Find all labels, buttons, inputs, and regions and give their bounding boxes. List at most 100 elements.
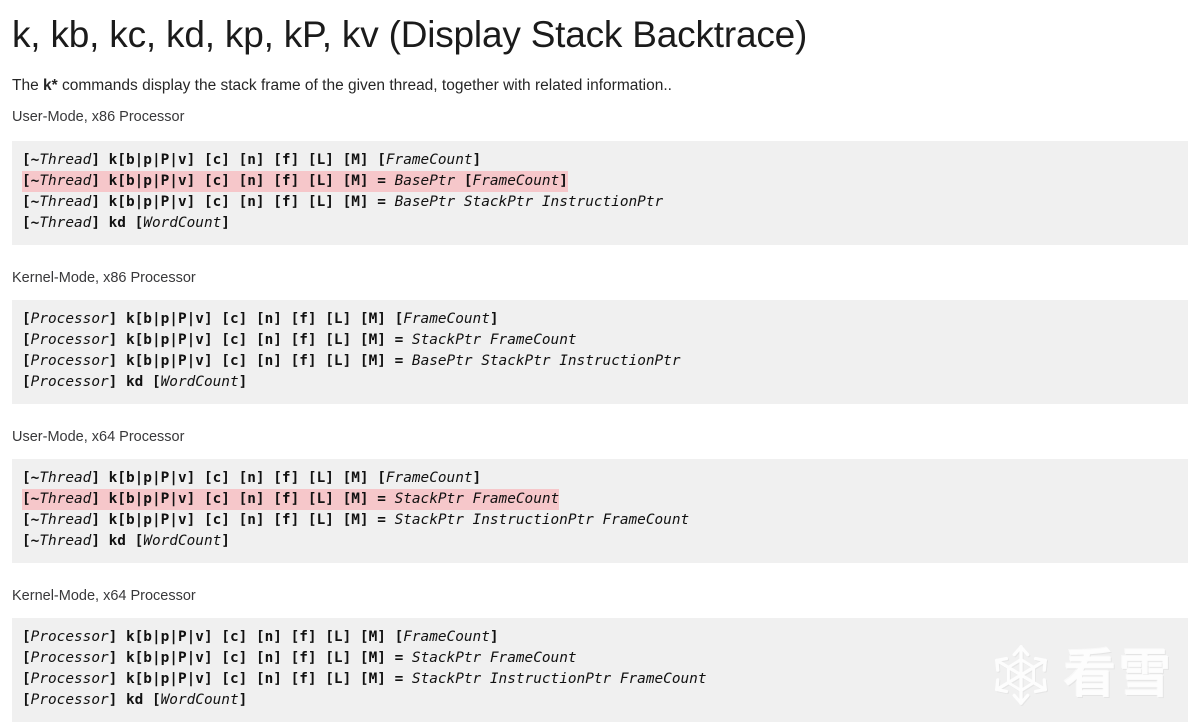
code-token-placeholder: BasePtr	[394, 193, 456, 210]
code-token-literal: [~	[22, 214, 40, 231]
code-token-literal: [~	[22, 151, 40, 168]
code-token-placeholder: FrameCount	[602, 512, 690, 529]
code-token-literal: ] k[b|p|P|v] [c] [n] [f] [L] [M] =	[91, 193, 395, 210]
code-token-placeholder: StackPtr	[394, 491, 464, 508]
code-block: [Processor] k[b|p|P|v] [c] [n] [f] [L] […	[12, 618, 1188, 723]
section-caption: User-Mode, x64 Processor	[12, 428, 185, 445]
code-token-literal: ] kd [	[91, 533, 144, 550]
code-token-literal: ]	[221, 533, 230, 550]
code-token-placeholder: Processor	[30, 352, 109, 369]
code-token-literal	[481, 332, 490, 348]
code-token-placeholder: Processor	[30, 692, 109, 709]
code-token-placeholder: WordCount	[160, 373, 239, 390]
code-block: [~Thread] k[b|p|P|v] [c] [n] [f] [L] [M]…	[12, 459, 1188, 564]
code-token-literal: [	[455, 172, 473, 189]
code-token-literal: ] k[b|p|P|v] [c] [n] [f] [L] [M] [	[91, 470, 386, 487]
code-token-literal	[551, 353, 560, 369]
code-token-literal: [~	[22, 512, 40, 529]
code-line: [Processor] k[b|p|P|v] [c] [n] [f] [L] […	[22, 648, 577, 669]
code-block: [~Thread] k[b|p|P|v] [c] [n] [f] [L] [M]…	[12, 140, 1188, 245]
code-token-literal: [~	[22, 491, 40, 508]
code-line: [Processor] k[b|p|P|v] [c] [n] [f] [L] […	[22, 627, 499, 648]
code-token-placeholder: Thread	[39, 172, 92, 189]
code-token-literal: ] k[b|p|P|v] [c] [n] [f] [L] [M] =	[108, 352, 412, 369]
code-token-literal	[455, 194, 464, 210]
code-token-literal: [	[22, 671, 31, 688]
code-token-literal: ] k[b|p|P|v] [c] [n] [f] [L] [M] =	[108, 331, 412, 348]
code-token-literal: ] k[b|p|P|v] [c] [n] [f] [L] [M] =	[108, 650, 412, 667]
code-token-placeholder: Processor	[30, 373, 109, 390]
code-line: [~Thread] k[b|p|P|v] [c] [n] [f] [L] [M]…	[22, 192, 663, 213]
code-token-literal: [	[22, 373, 31, 390]
section-caption: Kernel-Mode, x64 Processor	[12, 588, 196, 605]
code-token-literal: ] kd [	[108, 373, 161, 390]
code-line: [~Thread] k[b|p|P|v] [c] [n] [f] [L] [M]…	[22, 510, 689, 531]
intro-paragraph: The k* commands display the stack frame …	[12, 75, 1188, 97]
code-token-placeholder: Thread	[39, 512, 92, 529]
page-title: k, kb, kc, kd, kp, kP, kv (Display Stack…	[12, 14, 808, 55]
code-token-placeholder: Processor	[30, 331, 109, 348]
code-block: [Processor] k[b|p|P|v] [c] [n] [f] [L] […	[12, 299, 1188, 404]
code-token-literal	[481, 671, 490, 687]
code-token-placeholder: FrameCount	[385, 470, 473, 487]
code-token-placeholder: InstructionPtr	[472, 512, 594, 529]
code-token-literal: ] kd [	[108, 692, 161, 709]
code-line: [Processor] k[b|p|P|v] [c] [n] [f] [L] […	[22, 330, 577, 351]
code-token-literal: ]	[238, 692, 248, 709]
code-token-placeholder: BasePtr	[394, 172, 456, 189]
code-line: [~Thread] kd [WordCount]	[22, 531, 230, 552]
code-token-literal: ]	[489, 629, 499, 646]
code-token-placeholder: FrameCount	[472, 491, 560, 508]
code-token-literal: ]	[472, 151, 482, 168]
intro-prefix: The	[12, 76, 44, 94]
code-token-placeholder: StackPtr	[411, 650, 482, 667]
code-token-literal: [	[22, 692, 31, 709]
code-token-literal: ] kd [	[91, 214, 144, 231]
code-token-placeholder: FrameCount	[403, 629, 490, 646]
code-token-literal	[481, 650, 490, 666]
code-token-placeholder: Thread	[39, 470, 92, 487]
code-line: [Processor] k[b|p|P|v] [c] [n] [f] [L] […	[22, 351, 681, 372]
code-token-placeholder: Processor	[30, 310, 109, 327]
code-token-literal	[533, 194, 542, 210]
code-token-placeholder: InstructionPtr	[559, 352, 681, 369]
code-token-placeholder: FrameCount	[385, 151, 473, 168]
code-token-placeholder: FrameCount	[489, 331, 577, 348]
code-token-literal: [	[22, 352, 31, 369]
section-caption: Kernel-Mode, x86 Processor	[12, 269, 196, 286]
section-caption: User-Mode, x86 Processor	[12, 109, 185, 126]
code-token-literal	[464, 512, 473, 528]
code-token-literal: [~	[22, 533, 40, 550]
code-token-placeholder: FrameCount	[403, 310, 490, 327]
code-token-literal: [	[22, 310, 31, 327]
code-token-placeholder: StackPtr	[411, 671, 482, 688]
code-token-placeholder: FrameCount	[619, 671, 707, 688]
code-token-literal: [	[22, 650, 31, 667]
code-token-placeholder: Thread	[39, 491, 92, 508]
code-token-literal	[594, 512, 603, 528]
sections-container: User-Mode, x86 Processor[~Thread] k[b|p|…	[12, 107, 1188, 723]
code-line: [~Thread] k[b|p|P|v] [c] [n] [f] [L] [M]…	[22, 150, 481, 171]
code-token-placeholder: FrameCount	[489, 650, 577, 667]
code-token-placeholder: StackPtr	[394, 512, 464, 529]
code-token-literal: ] k[b|p|P|v] [c] [n] [f] [L] [M] =	[91, 172, 395, 189]
document-page: k, kb, kc, kd, kp, kP, kv (Display Stack…	[0, 14, 1200, 723]
code-token-literal: ] k[b|p|P|v] [c] [n] [f] [L] [M] [	[108, 310, 404, 327]
code-token-placeholder: InstructionPtr	[541, 193, 664, 210]
code-token-literal: [	[22, 331, 31, 348]
intro-bold-command: k*	[43, 76, 58, 94]
code-token-placeholder: WordCount	[143, 533, 222, 550]
code-token-placeholder: Processor	[30, 671, 109, 688]
code-token-placeholder: Processor	[30, 650, 109, 667]
code-token-literal: ]	[472, 470, 482, 487]
code-token-placeholder: InstructionPtr	[489, 671, 612, 688]
code-token-literal: [	[22, 629, 31, 646]
code-token-literal	[473, 353, 482, 369]
code-token-literal	[464, 491, 473, 507]
code-line: [Processor] kd [WordCount]	[22, 690, 247, 711]
code-line: [~Thread] kd [WordCount]	[22, 213, 230, 234]
code-token-literal: [~	[22, 172, 40, 189]
code-token-placeholder: WordCount	[160, 692, 239, 709]
code-token-placeholder: StackPtr	[481, 352, 551, 369]
code-line: [Processor] k[b|p|P|v] [c] [n] [f] [L] […	[22, 309, 499, 330]
